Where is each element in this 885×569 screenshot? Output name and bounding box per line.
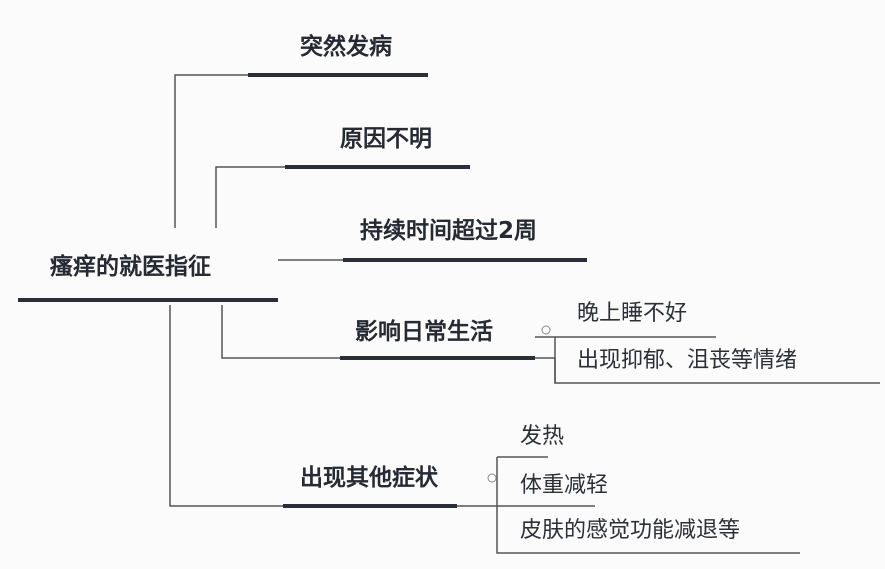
child-underline-4-2 xyxy=(554,337,880,384)
connector-branch-5 xyxy=(169,305,283,507)
collapse-toggle-4 xyxy=(541,325,551,335)
root-node[interactable]: 瘙痒的就医指征 xyxy=(50,254,211,280)
connector-branch-1 xyxy=(174,74,248,228)
branch-node-sudden-onset[interactable]: 突然发病 xyxy=(300,34,392,60)
branch-node-daily-life[interactable]: 影响日常生活 xyxy=(355,319,493,345)
child-node-weight-loss[interactable]: 体重减轻 xyxy=(520,473,609,498)
connector-branch-2 xyxy=(215,166,285,228)
branch-node-duration[interactable]: 持续时间超过2周 xyxy=(360,218,538,244)
child-node-skin-sensation[interactable]: 皮肤的感觉功能减退等 xyxy=(520,518,741,543)
collapse-toggle-5 xyxy=(487,473,497,483)
branch-node-unknown-cause[interactable]: 原因不明 xyxy=(340,126,432,152)
connector-children-5 xyxy=(496,457,800,554)
child-node-depression[interactable]: 出现抑郁、沮丧等情绪 xyxy=(577,348,798,373)
child-node-poor-sleep[interactable]: 晚上睡不好 xyxy=(577,301,688,326)
child-node-fever[interactable]: 发热 xyxy=(520,424,565,449)
branch-node-other-symptoms[interactable]: 出现其他症状 xyxy=(300,465,438,491)
connector-branch-4 xyxy=(221,305,340,359)
